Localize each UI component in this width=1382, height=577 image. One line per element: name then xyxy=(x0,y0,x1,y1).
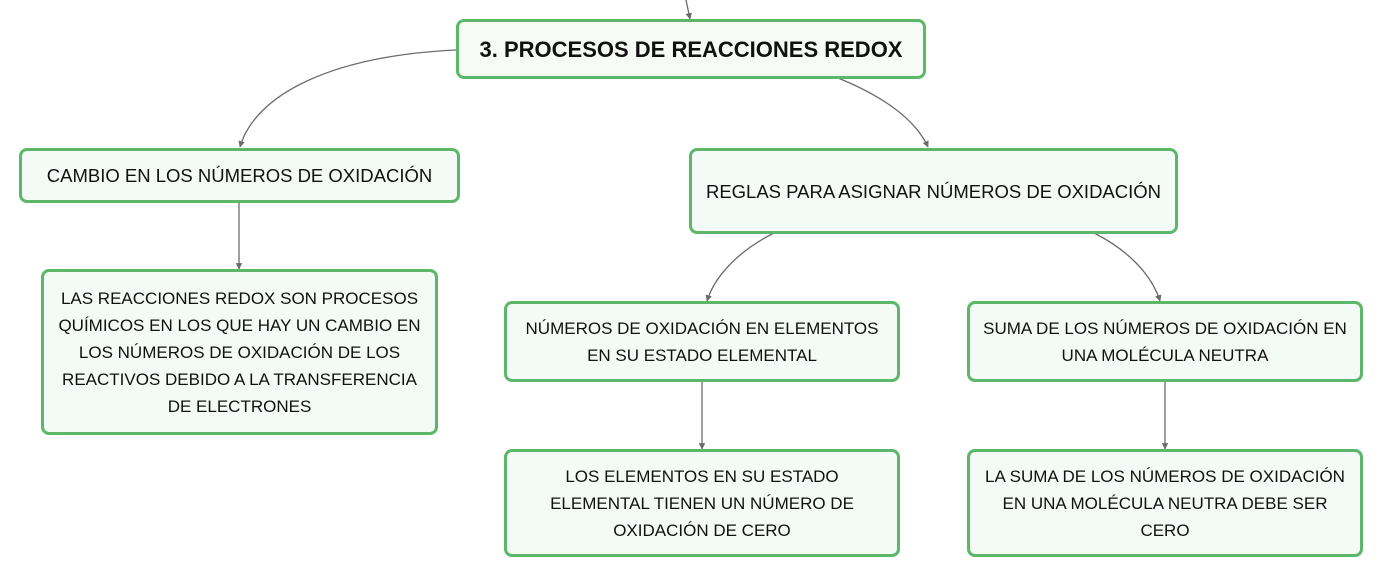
sub-node-right[interactable]: SUMA DE LOS NÚMEROS DE OXIDACIÓN EN UNA … xyxy=(967,301,1363,382)
sub-right-label: SUMA DE LOS NÚMEROS DE OXIDACIÓN EN UNA … xyxy=(983,318,1347,365)
leaf-sub-right-text: LA SUMA DE LOS NÚMEROS DE OXIDACIÓN EN U… xyxy=(985,466,1345,540)
sub-left-label: NÚMEROS DE OXIDACIÓN EN ELEMENTOS EN SU … xyxy=(525,318,879,365)
leaf-sub-left-text: LOS ELEMENTOS EN SU ESTADO ELEMENTAL TIE… xyxy=(550,466,854,540)
connector-incoming-root xyxy=(685,0,692,20)
leaf-left-text: LAS REACCIONES REDOX SON PROCESOS QUÍMIC… xyxy=(58,288,421,416)
connector-right-to-subleft xyxy=(705,232,775,302)
branch-node-right[interactable]: REGLAS PARA ASIGNAR NÚMEROS DE OXIDACIÓN xyxy=(689,148,1178,234)
connector-root-to-right xyxy=(837,77,929,148)
branch-node-left[interactable]: CAMBIO EN LOS NÚMEROS DE OXIDACIÓN xyxy=(19,148,460,203)
connector-right-to-subright xyxy=(1093,232,1162,302)
root-node-label: 3. PROCESOS DE REACCIONES REDOX xyxy=(479,36,903,62)
leaf-node-left[interactable]: LAS REACCIONES REDOX SON PROCESOS QUÍMIC… xyxy=(41,269,438,435)
branch-right-label: REGLAS PARA ASIGNAR NÚMEROS DE OXIDACIÓN xyxy=(705,180,1162,202)
branch-left-label: CAMBIO EN LOS NÚMEROS DE OXIDACIÓN xyxy=(46,165,433,186)
connector-root-to-left xyxy=(238,49,457,148)
leaf-node-sub-right[interactable]: LA SUMA DE LOS NÚMEROS DE OXIDACIÓN EN U… xyxy=(967,449,1363,557)
sub-node-left[interactable]: NÚMEROS DE OXIDACIÓN EN ELEMENTOS EN SU … xyxy=(504,301,900,382)
root-node[interactable]: 3. PROCESOS DE REACCIONES REDOX xyxy=(456,19,926,79)
leaf-node-sub-left[interactable]: LOS ELEMENTOS EN SU ESTADO ELEMENTAL TIE… xyxy=(504,449,900,557)
